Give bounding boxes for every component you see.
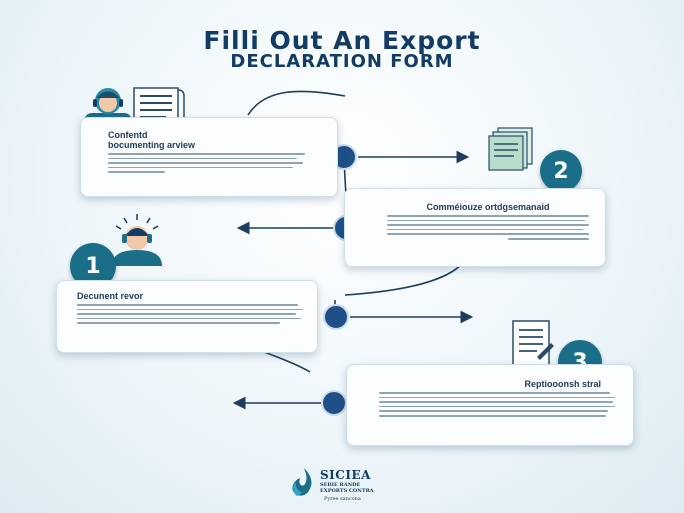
card-heading: Confentd — [108, 130, 148, 140]
signal-agent-icon — [112, 214, 162, 266]
logo-subtitle-2: EXPORTS CONTRA — [320, 488, 374, 494]
flow-node-4 — [321, 390, 347, 416]
card-heading: Reptiooonsh stral — [524, 379, 601, 389]
step-card-commeiouze: Comméiouze ortdgsemanaid — [344, 188, 606, 267]
report-document-icon — [512, 320, 554, 366]
step-card-reptiooonsh: Reptiooonsh stral — [346, 364, 634, 446]
card-body-text — [387, 215, 589, 240]
page-title: Filli Out An Export — [203, 26, 481, 55]
card-heading: Comméiouze ortdgsemanaid — [426, 202, 550, 212]
step-card-decunent-revor: Decunent revor — [56, 280, 318, 353]
card-body-text — [108, 153, 327, 173]
stacked-papers-icon — [488, 127, 533, 171]
card-body-text — [379, 392, 615, 417]
logo-name: SICIEA — [320, 468, 371, 482]
card-subheading: bocumenting arview — [108, 140, 196, 150]
card-body-text — [77, 304, 303, 324]
card-heading: Decunent revor — [77, 291, 144, 301]
step-badge-2: 2 — [540, 150, 582, 192]
step-card-confentd: Confentd bocumenting arview — [80, 117, 338, 197]
page-subtitle: DECLARATION FORM — [230, 51, 454, 72]
flame-logo-icon — [292, 468, 312, 496]
logo-subtitle-1: SEBIE RANDE — [320, 482, 361, 488]
flow-node-3 — [323, 304, 349, 330]
logo-subtitle-3: Pyree sancona — [324, 496, 361, 502]
curve-connector-1 — [247, 90, 346, 116]
